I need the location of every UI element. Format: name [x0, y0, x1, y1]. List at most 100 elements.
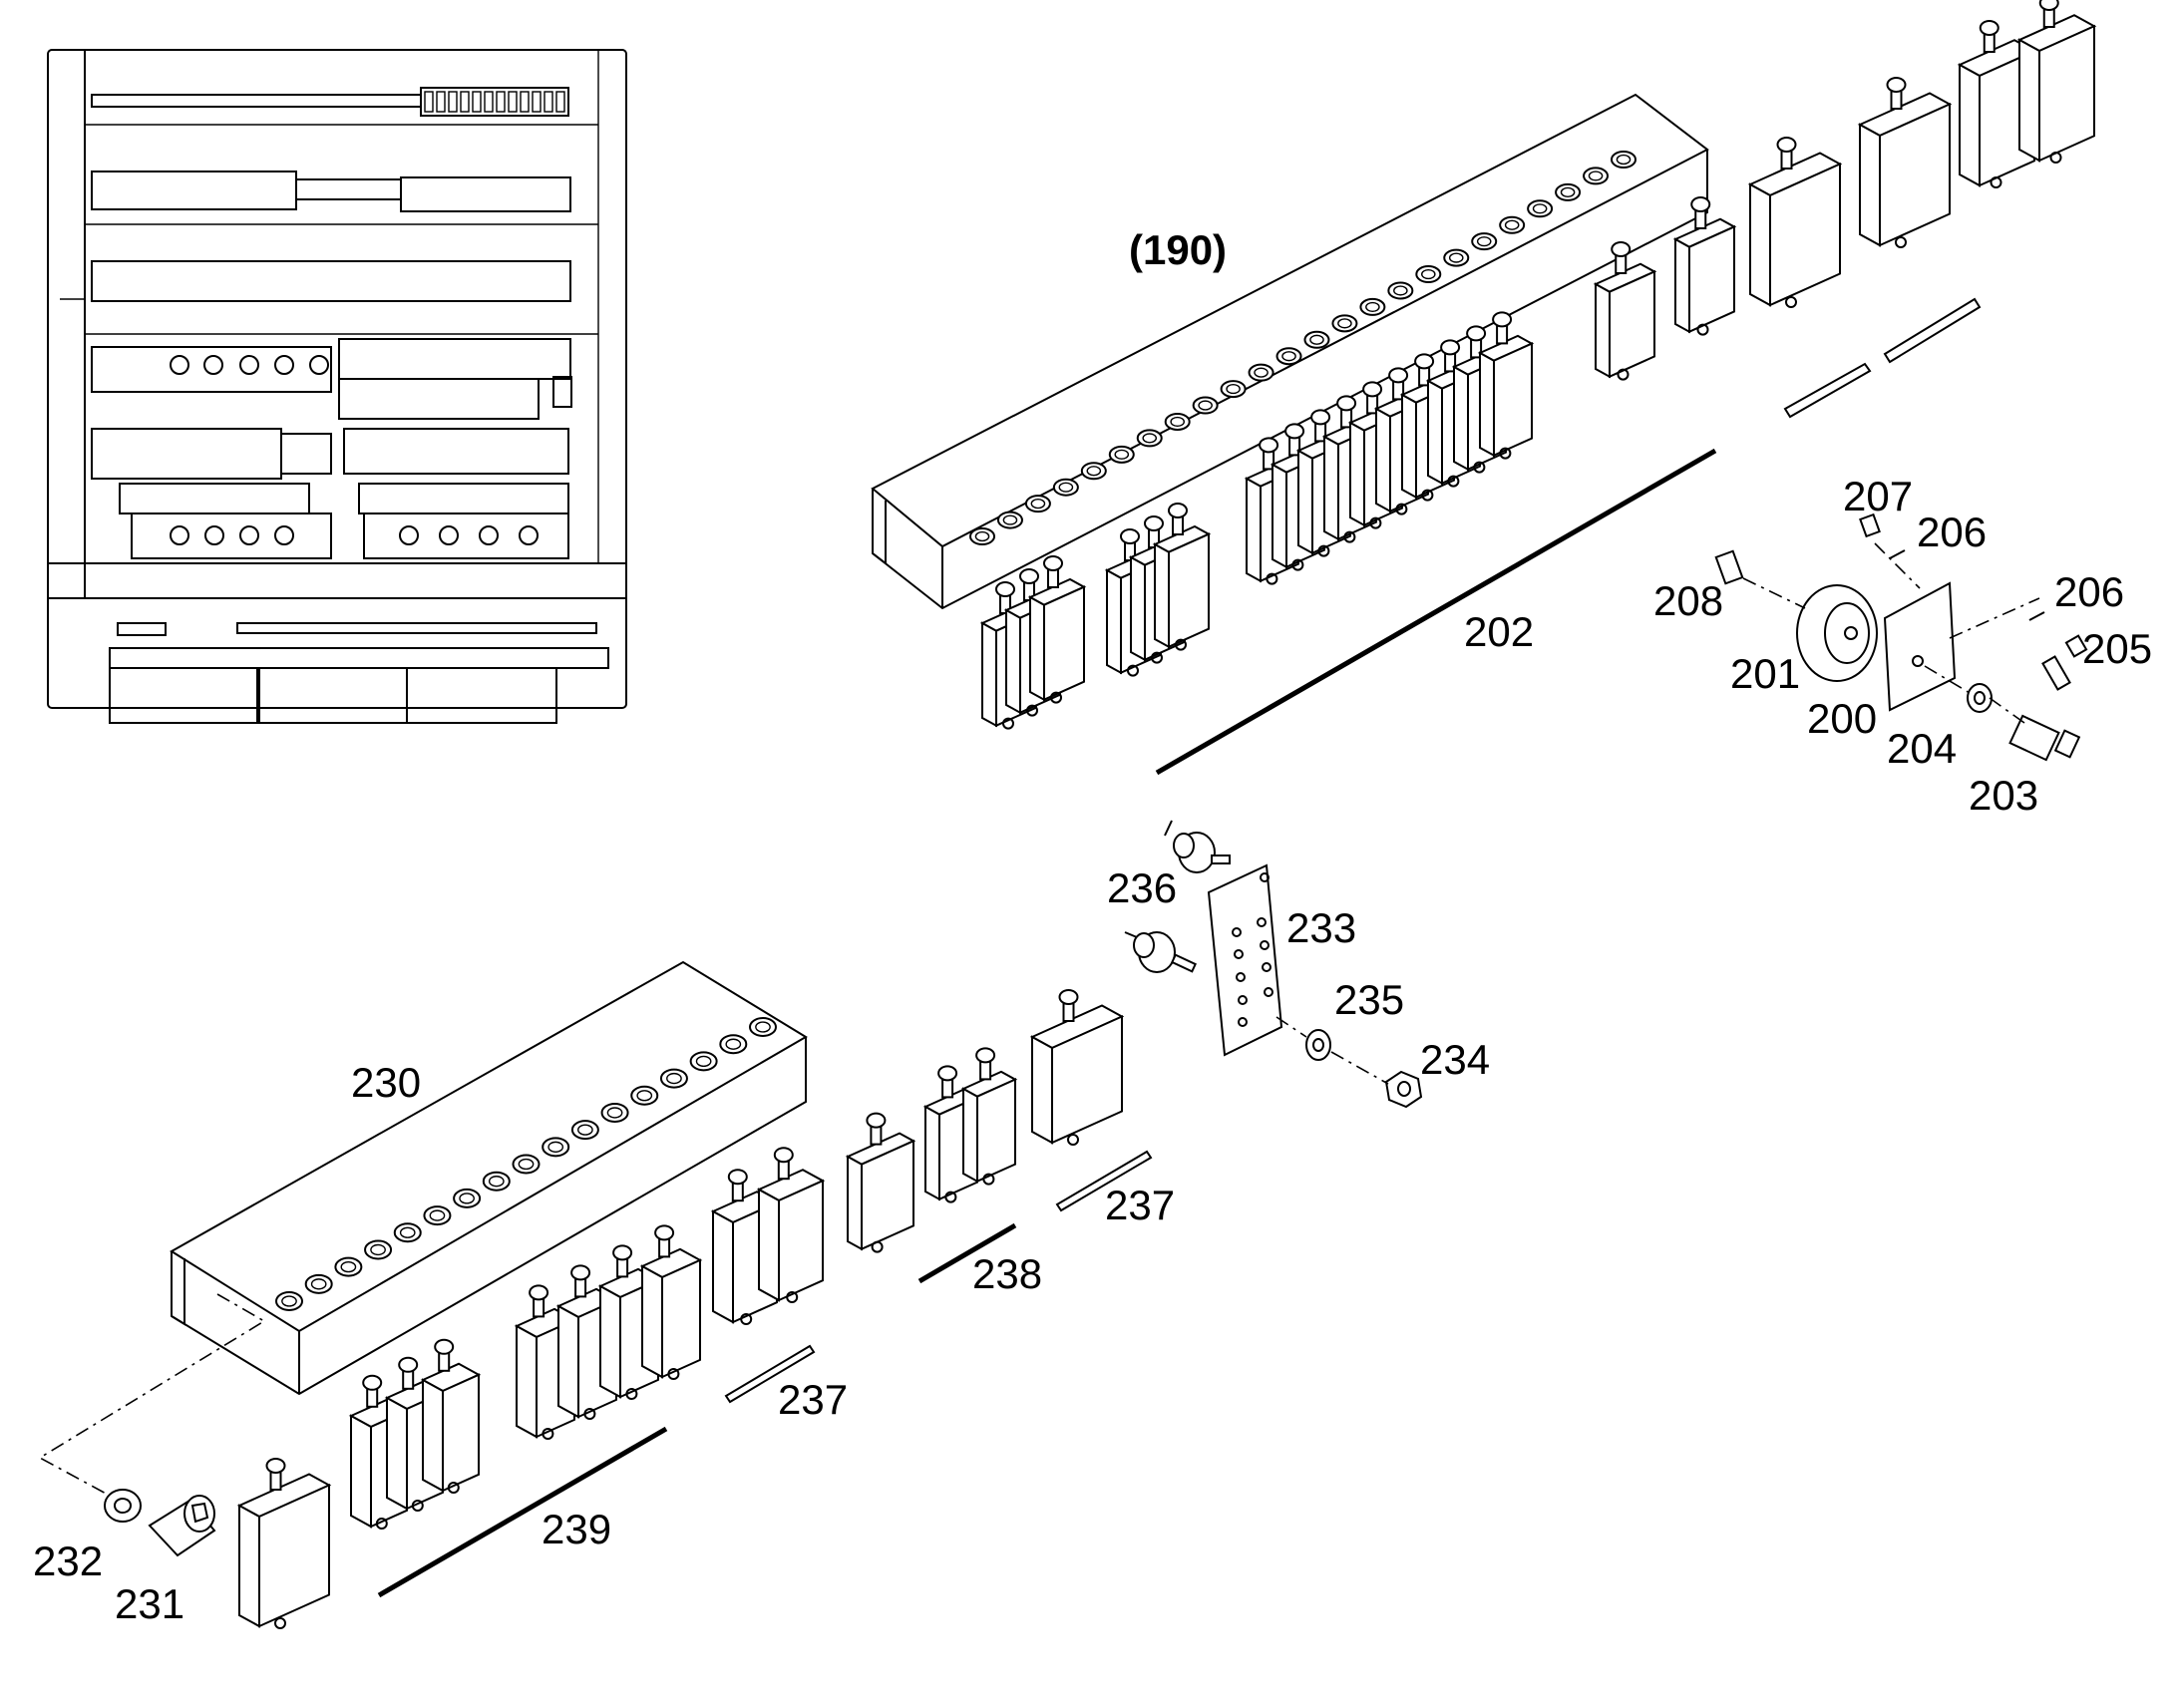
breaker-side: [1349, 421, 1365, 527]
mounting-hole: [749, 1017, 777, 1037]
terminal-block: [472, 91, 482, 113]
breaker-button: [727, 1169, 748, 1186]
mounting-hole: [689, 1051, 718, 1072]
breaker-face: [1493, 342, 1533, 458]
breaker-button: [362, 1374, 383, 1391]
breaker-terminal: [1447, 475, 1460, 488]
breaker-face: [1609, 269, 1655, 379]
mounting-hole: [1220, 380, 1247, 399]
terminal-block: [520, 91, 530, 113]
mounting-hole: [423, 1205, 452, 1226]
breaker-terminal: [1473, 461, 1486, 474]
breaker-side: [1005, 608, 1021, 715]
breaker-side: [557, 1304, 579, 1419]
cabinet-rail-5: [91, 428, 569, 514]
mounting-hole: [1248, 363, 1274, 382]
callout-231: 231: [115, 1580, 184, 1627]
breaker-side: [1297, 449, 1313, 555]
mounting-hole-inner: [1560, 186, 1576, 197]
breaker-terminal: [1990, 176, 2002, 188]
breaker-face: [661, 1258, 701, 1379]
breaker-button: [1043, 555, 1063, 571]
breaker-terminal: [786, 1291, 799, 1303]
mounting-hole: [1331, 314, 1358, 333]
breaker-button: [1058, 989, 1079, 1005]
mounting-plate-233: [1207, 863, 1283, 1057]
mounting-hole-inner: [974, 530, 990, 542]
breaker-group-upper-mid: [1104, 503, 1212, 677]
mounting-hole-inner: [725, 1038, 742, 1050]
washer-204: [1967, 683, 1993, 713]
breaker-group-lower-7: [1029, 989, 1125, 1146]
mounting-hole: [1555, 182, 1582, 201]
breaker-side: [1323, 435, 1339, 541]
mounting-hole-inner: [1170, 416, 1185, 428]
breaker-terminal: [375, 1518, 388, 1530]
breaker-side: [1859, 123, 1881, 247]
callout-237-upper: 237: [1105, 1182, 1175, 1228]
breaker-terminal: [542, 1428, 554, 1440]
breaker-button: [654, 1224, 675, 1241]
breaker-terminal: [1785, 296, 1797, 308]
mounting-hole: [1527, 199, 1554, 218]
cabinet-rail-1: [85, 87, 598, 126]
washer-206-b: [2028, 611, 2045, 621]
breaker-group-lower-5: [845, 1112, 916, 1253]
callout-201: 201: [1730, 650, 1800, 697]
breaker-terminal: [1127, 664, 1139, 677]
breaker-side: [1375, 407, 1391, 513]
mounting-hole-inner: [1309, 334, 1324, 345]
mounting-hole-inner: [1086, 466, 1102, 477]
breaker-terminal: [1696, 323, 1709, 336]
breaker-button: [1168, 503, 1188, 518]
mounting-hole: [1024, 495, 1051, 513]
mounting-hole-inner: [636, 1090, 653, 1102]
rod-238: [917, 1222, 1017, 1284]
mounting-hole-inner: [577, 1124, 593, 1136]
breaker-button: [529, 1284, 549, 1301]
mounting-hole: [1415, 265, 1442, 284]
breaker-group-lower-1: [236, 1458, 332, 1629]
breaker-button: [995, 581, 1015, 597]
breaker-button: [866, 1112, 887, 1129]
breaker-terminal: [625, 1388, 638, 1400]
mounting-hole: [1443, 248, 1470, 267]
mounting-hole: [1303, 330, 1330, 349]
breaker-terminal: [1343, 530, 1356, 543]
breaker-group-lower-2: [348, 1338, 482, 1530]
breaker-terminal: [1421, 489, 1434, 502]
terminal-block: [460, 91, 470, 113]
mounting-hole-inner: [1114, 449, 1130, 460]
mounting-hole-inner: [1532, 203, 1548, 214]
mounting-hole-inner: [281, 1295, 297, 1307]
breaker-group-upper-left: [979, 555, 1087, 730]
breaker-button: [975, 1047, 996, 1064]
mounting-hole-inner: [1448, 252, 1464, 263]
cabinet-base-rail: [109, 622, 609, 724]
mounting-hole-inner: [1393, 285, 1408, 296]
mounting-hole: [1052, 478, 1079, 497]
breaker-button: [1120, 528, 1140, 544]
breaker-button: [1284, 423, 1305, 440]
callout-238: 238: [972, 1250, 1042, 1297]
mounting-hole-inner: [1337, 318, 1352, 329]
cabinet-locator-view: [47, 49, 627, 724]
breaker-side: [1453, 365, 1469, 472]
mounting-hole: [512, 1154, 541, 1175]
mounting-hole-inner: [1030, 499, 1046, 510]
terminal-block: [484, 91, 494, 113]
mounting-hole: [334, 1256, 363, 1277]
breaker-terminal: [1317, 544, 1330, 557]
callout-208: 208: [1653, 577, 1723, 624]
callout-205: 205: [2082, 625, 2152, 672]
terminal-block: [544, 91, 553, 113]
mounting-hole: [1275, 347, 1302, 366]
breaker-side: [1154, 542, 1170, 649]
mounting-hole: [969, 527, 995, 545]
mounting-hole: [600, 1102, 629, 1123]
breaker-terminal: [1067, 1134, 1079, 1146]
breaker-side: [2018, 38, 2040, 163]
breaker-button: [434, 1338, 455, 1355]
terminal-block: [424, 91, 434, 113]
rod-202: [1155, 448, 1717, 776]
